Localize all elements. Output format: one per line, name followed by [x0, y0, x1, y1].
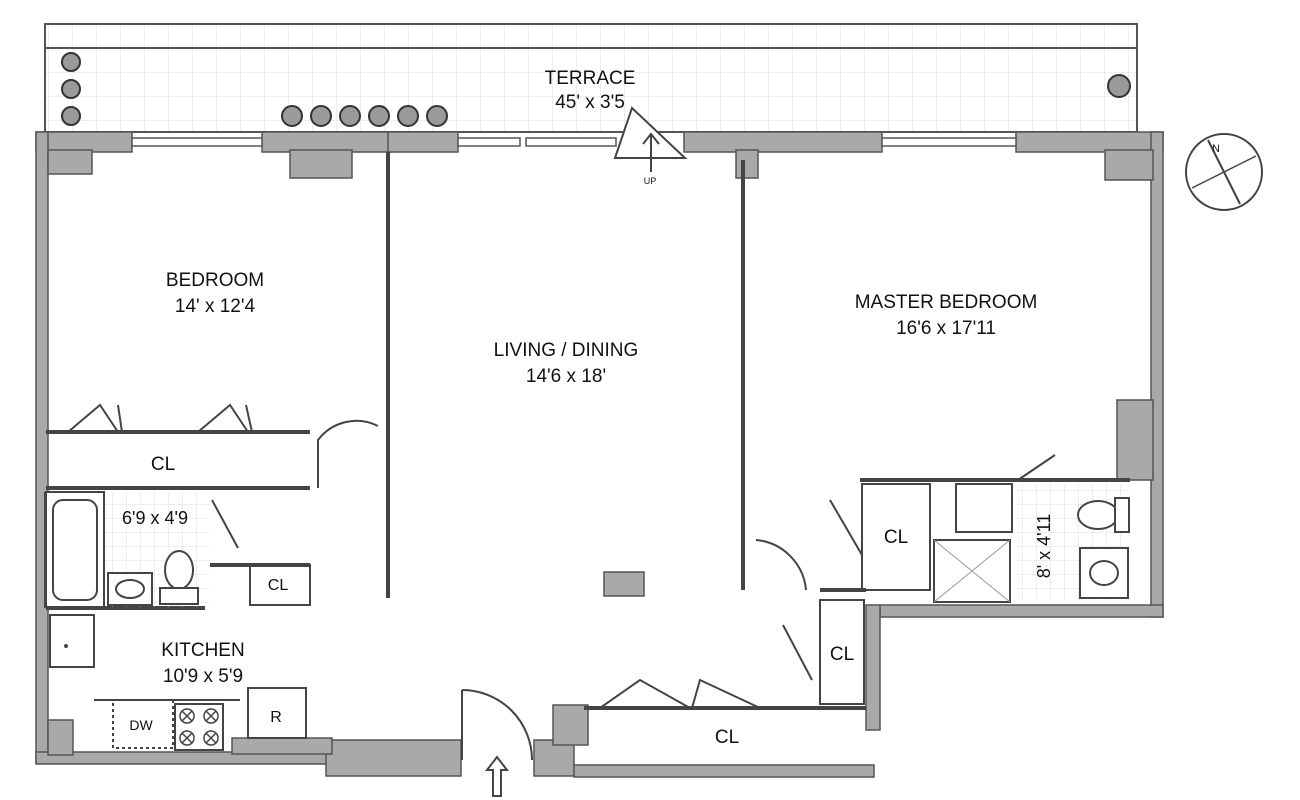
- doors: [211, 419, 1056, 761]
- bath1-dims: 6'9 x 4'9: [122, 508, 188, 528]
- plant-icon: [61, 52, 1131, 127]
- master-dims: 16'6 x 17'11: [896, 318, 996, 339]
- dishwasher-label: DW: [129, 717, 153, 733]
- master-name: MASTER BEDROOM: [855, 292, 1038, 313]
- exterior-walls: [35, 131, 1164, 778]
- terrace: [44, 23, 1138, 133]
- terrace-name: TERRACE: [545, 68, 636, 89]
- bath2-dims: 8' x 4'11: [1034, 514, 1054, 579]
- up-label: UP: [644, 176, 657, 186]
- windows: [131, 137, 1017, 147]
- up-arrow-icon: [613, 106, 688, 172]
- terrace-dims: 45' x 3'5: [555, 92, 625, 113]
- bath-1: [45, 491, 210, 608]
- living-name: LIVING / DINING: [494, 340, 639, 361]
- bedroom-name: BEDROOM: [166, 270, 264, 291]
- closet-label: CL: [884, 527, 908, 548]
- closet-label: CL: [830, 644, 854, 665]
- kitchen-name: KITCHEN: [161, 640, 244, 661]
- refrigerator-label: R: [270, 709, 282, 726]
- bath-2: [933, 483, 1130, 603]
- closet-doors: [67, 403, 761, 709]
- closet-outlines: [249, 483, 931, 705]
- compass-icon: N: [1185, 133, 1263, 211]
- closet-label: CL: [151, 454, 175, 475]
- living-dims: 14'6 x 18': [526, 366, 606, 387]
- kitchen: [49, 614, 307, 751]
- entry-arrow-icon: [484, 755, 510, 797]
- interior-walls: [44, 152, 1130, 710]
- kitchen-dims: 10'9 x 5'9: [163, 666, 243, 687]
- closet-label: CL: [268, 577, 289, 594]
- bedroom-dims: 14' x 12'4: [175, 296, 256, 317]
- closet-label: CL: [715, 727, 739, 748]
- north-label: N: [1212, 143, 1220, 155]
